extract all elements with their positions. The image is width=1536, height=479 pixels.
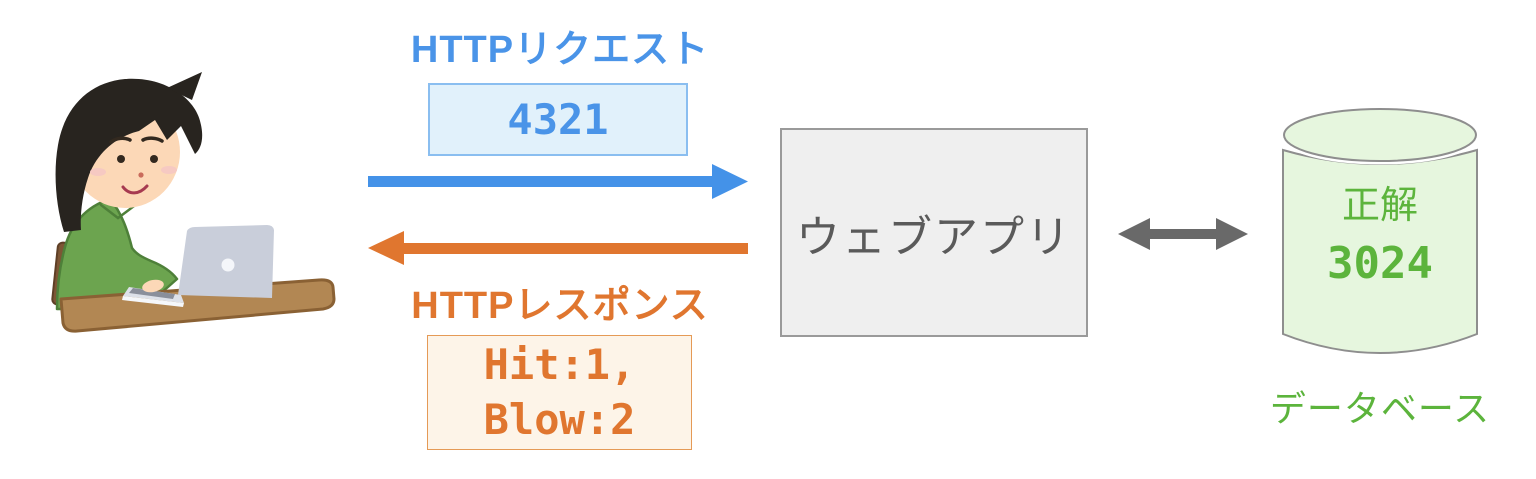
database-label: データベース [1269,388,1491,429]
database-stored-label: 正解 [1341,185,1418,227]
database-stored-value: 3024 [1327,238,1433,289]
http-response-label: HTTPレスポンス [411,285,709,327]
http-response-payload-box: Hit:1, Blow:2 [427,335,692,450]
eyebrow-right [141,136,164,143]
response-arrow-icon [368,231,748,265]
blush-left [90,168,106,176]
collar [99,203,136,220]
http-request-payload-box: 4321 [428,83,688,156]
hand [142,279,164,293]
webapp-box: ウェブアプリ [780,128,1088,337]
mouth [121,184,149,195]
database-cylinder-icon [1280,108,1480,354]
nose [138,172,144,178]
webapp-label: ウェブアプリ [796,212,1072,262]
http-request-label: HTTPリクエスト [410,29,710,71]
eyebrow-left [109,136,132,144]
laptop-keys [129,288,175,299]
request-arrow-icon [368,164,748,199]
laptop-logo [221,258,235,272]
eye-left [117,155,125,163]
hair [55,78,203,232]
laptop-deck-edge [122,296,184,307]
http-response-payload-line1: Hit:1, [483,339,636,389]
webapp-database-arrow-icon [1118,218,1248,250]
http-response-payload-line2: Blow:2 [483,394,636,444]
person-at-laptop-illustration [51,72,336,333]
database-lid [1283,108,1477,162]
http-request-payload: 4321 [507,95,609,144]
sweater [55,197,179,311]
eye-right [150,155,158,163]
blush-right [161,166,177,174]
hair-tuft [167,72,202,100]
